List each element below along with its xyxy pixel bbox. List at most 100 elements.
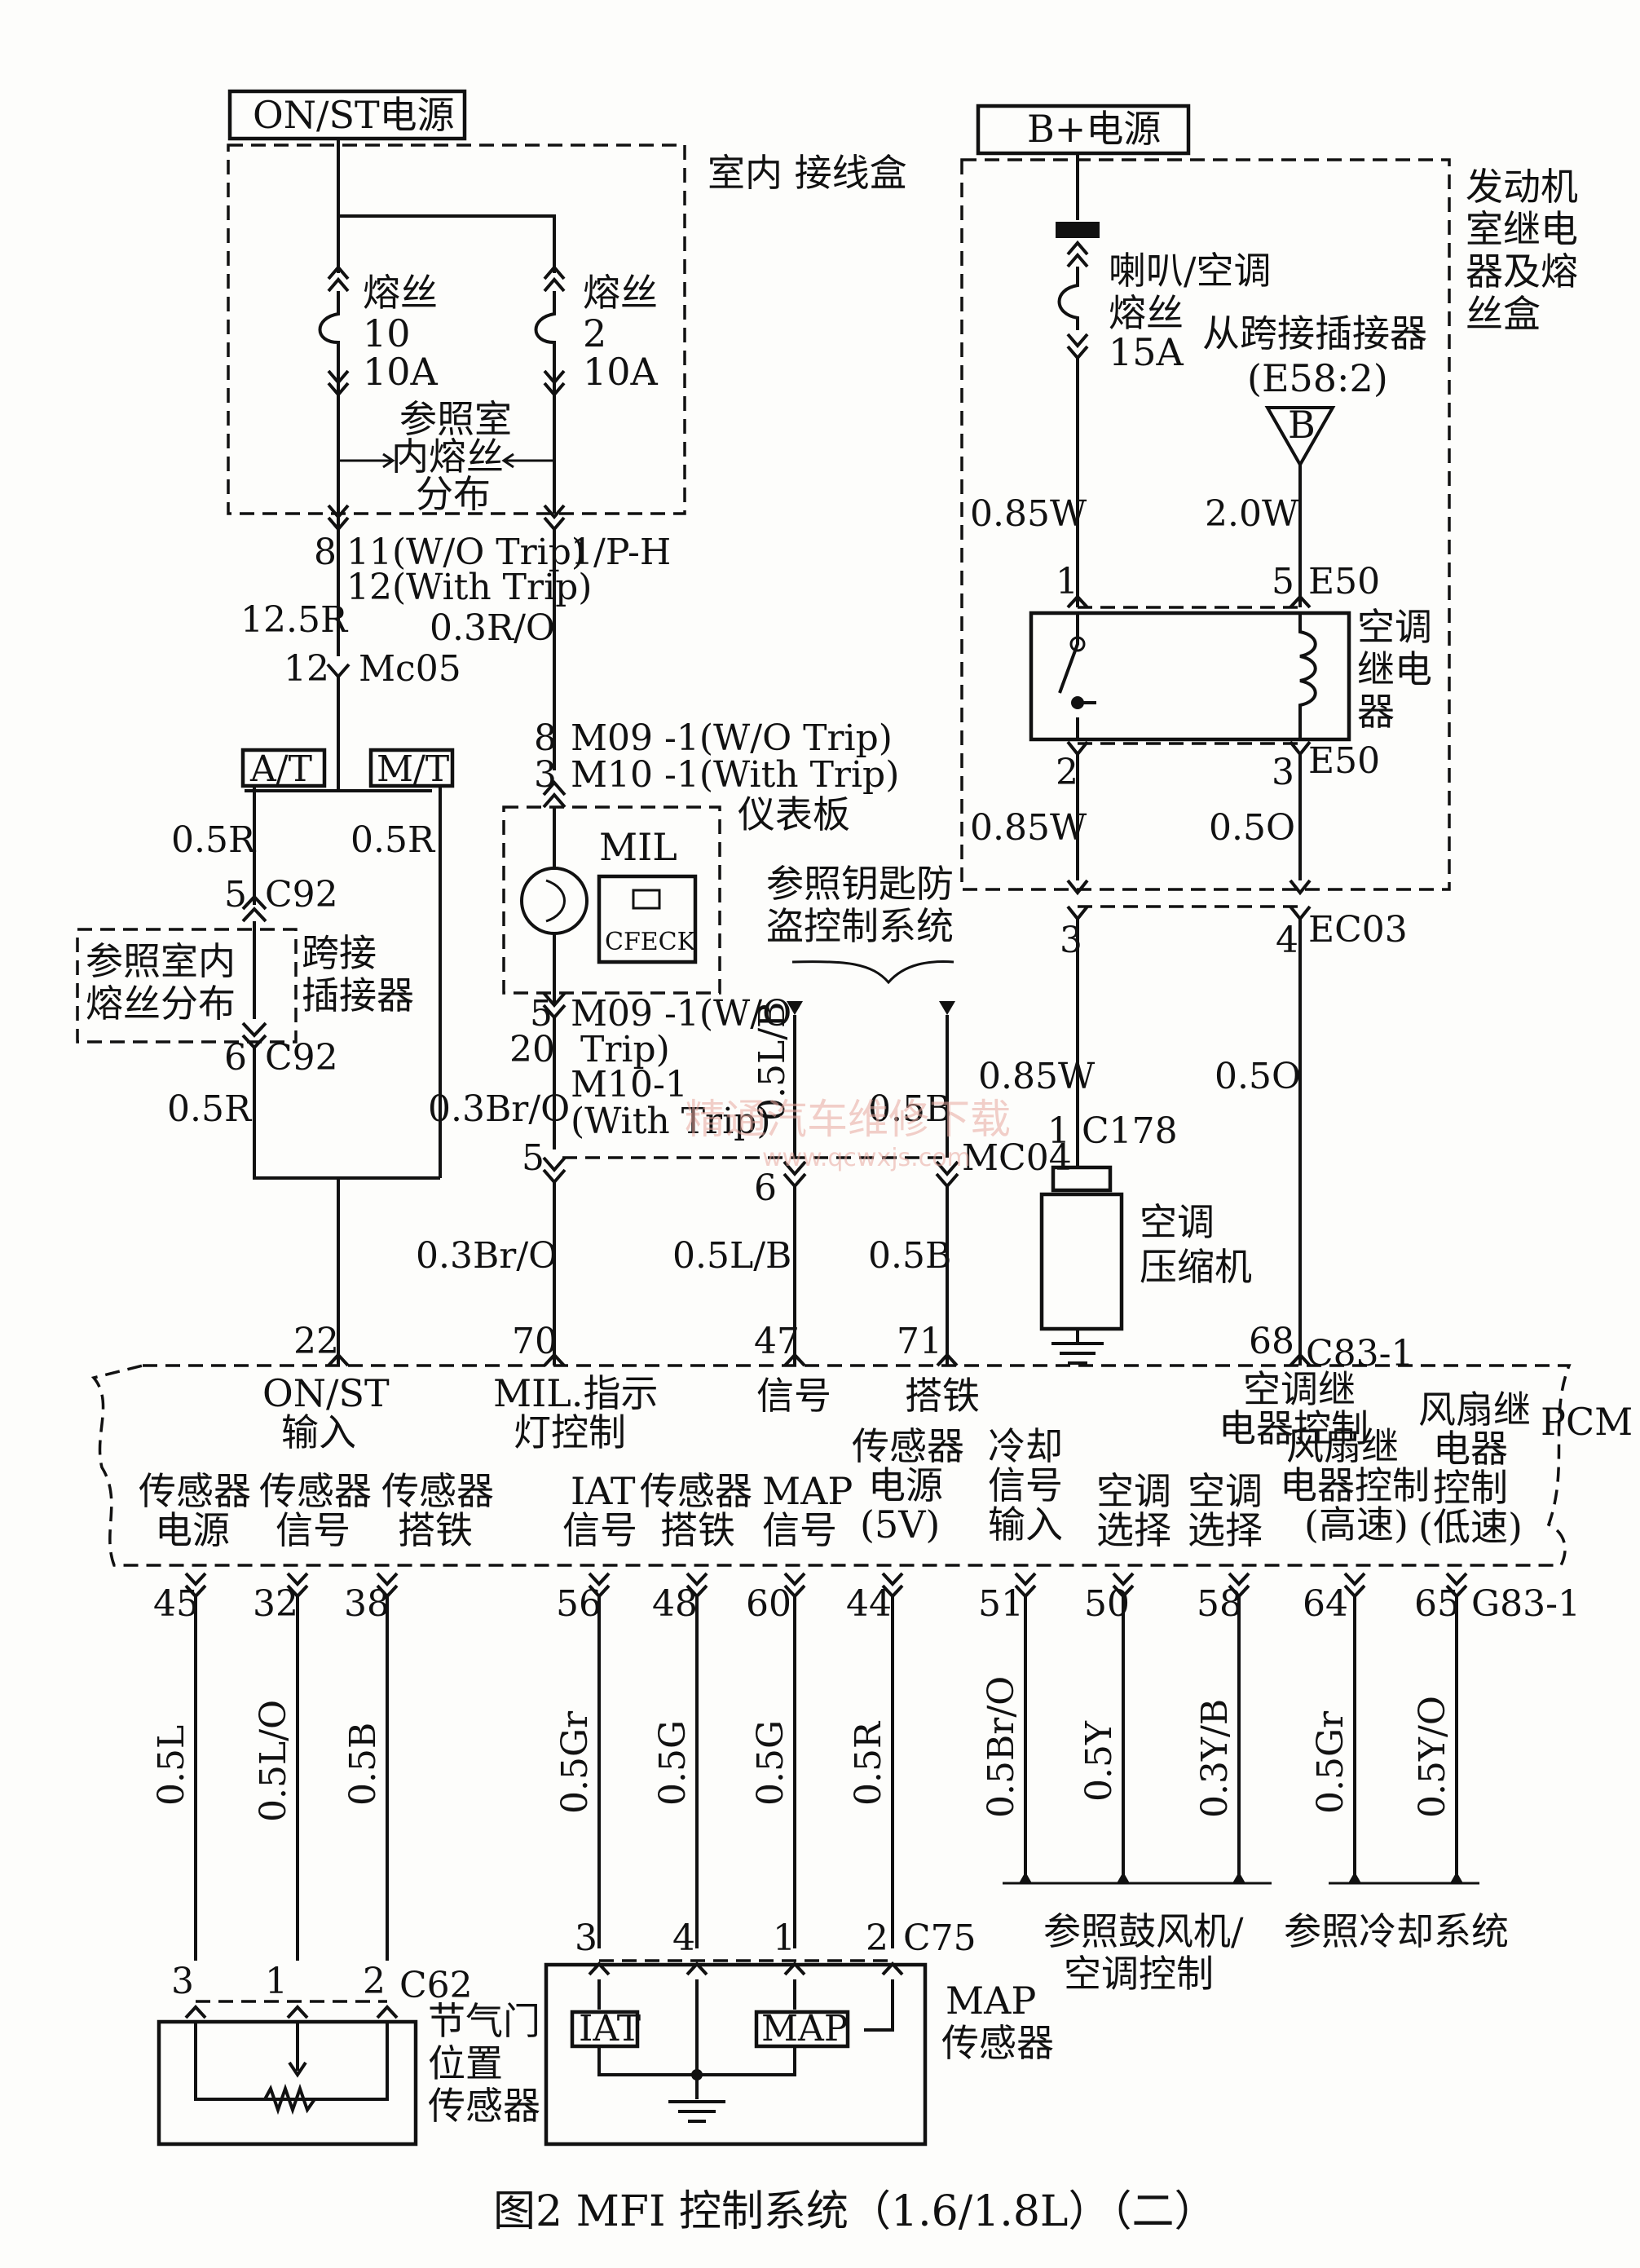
fuse-2-symbol (534, 264, 566, 514)
trip-b: Trip) (580, 1029, 670, 1070)
fuse-10-num: 10 (363, 311, 411, 355)
watermark-main: 精通汽车维修下载 (685, 1096, 1011, 1143)
c178-label: 1 C178 (1047, 1110, 1178, 1152)
tps-pin-3: 3 (171, 1961, 194, 2002)
wire-0-5l: 0.5L (151, 1725, 192, 1806)
map-pin-4: 4 (672, 1917, 695, 1959)
pcm-mil-control: MIL.指示灯控制 (493, 1371, 658, 1454)
b-plus-power-box (976, 104, 1191, 156)
ref-immobilizer: 参照钥匙防盗控制系统 (766, 862, 954, 948)
pcm-sensor-signal: 传感器信号 (259, 1469, 372, 1552)
tps-pin-1: 1 (265, 1961, 288, 2002)
c83-1-label: C83-1 (1306, 1333, 1414, 1374)
ec03-label: EC03 (1308, 909, 1408, 951)
check-engine-icon (632, 889, 661, 910)
pcm-sensor-5v: 传感器电源(5V) (852, 1424, 964, 1547)
instrument-panel-box (502, 805, 721, 995)
pin-8: 8 (314, 532, 337, 573)
wire-0-5r-bot: 0.5R (848, 1720, 889, 1806)
pin-50: 50 (1084, 1583, 1130, 1625)
pcm-fan-low: 风扇继电器控制(低速) (1418, 1388, 1531, 1549)
iat-element-box (570, 2010, 640, 2049)
wire-0-5b-vertical: 0.5B (868, 1088, 951, 1130)
wire-0-5g-b: 0.5G (750, 1720, 791, 1806)
wire-0-5b-bot: 0.5B (342, 1723, 384, 1806)
from-jumper-connector: 从跨接插接器 (1202, 311, 1427, 355)
pcm-ground: 搭铁 (905, 1374, 980, 1418)
wire-0-3yb: 0.3Y/B (1194, 1699, 1236, 1818)
compressor-label: 空调压缩机 (1140, 1200, 1252, 1289)
pcm-fan-high: 风扇继电器控制(高速) (1280, 1424, 1430, 1547)
jumper-triangle-b (1264, 406, 1336, 469)
ref-cooling-system: 参照冷却系统 (1284, 1909, 1509, 1953)
interior-junction-label: 室内 接线盒 (708, 151, 907, 195)
pin-48: 48 (652, 1583, 698, 1625)
horn-fuse-rating: 15A (1109, 330, 1184, 374)
wire-0-85w-b: 0.85W (970, 807, 1087, 849)
map-pin-3: 3 (575, 1917, 597, 1959)
pin-70: 70 (512, 1321, 558, 1362)
map-pin-1: 1 (773, 1917, 796, 1959)
with-trip-b: (With Trip) (571, 1101, 770, 1142)
e58-label: (E58:2) (1247, 356, 1388, 400)
c92-pin5: 5 (224, 874, 247, 916)
pin-22: 22 (293, 1321, 339, 1362)
pcm-ac-select-1: 空调选择 (1096, 1469, 1171, 1552)
e50-bot: E50 (1308, 740, 1380, 782)
on-st-power-label: ON/ST电源 (253, 93, 455, 137)
c62-label: C62 (399, 1965, 473, 2006)
pin-38: 38 (344, 1583, 390, 1625)
pin-58: 58 (1197, 1583, 1242, 1625)
e50-top: E50 (1308, 561, 1380, 602)
m09-pin8: 8 (534, 717, 557, 759)
watermark-url: www.qcwxjs.com (762, 1144, 971, 1172)
wire-0-5gr-b: 0.5Gr (1310, 1710, 1351, 1814)
at-box (240, 748, 327, 788)
interior-junction-box (227, 143, 686, 515)
iat-element-label: IAT (579, 2008, 641, 2050)
trip-12: 12(With Trip) (346, 567, 592, 608)
wire-0-5yo: 0.5Y/O (1412, 1696, 1453, 1818)
e50-pin5: 5 (1272, 561, 1294, 602)
e50-pin2: 2 (1056, 752, 1078, 793)
pin-71: 71 (897, 1321, 942, 1362)
wire-0-5r-c: 0.5R (167, 1088, 253, 1130)
pcm-outline (90, 1364, 1572, 1567)
pin-47: 47 (754, 1321, 800, 1362)
wire-12-5r: 12.5R (240, 599, 349, 641)
tps-name: 节气门位置传感器 (428, 1999, 540, 2128)
mc05-label: Mc05 (359, 648, 461, 690)
mil-lamp-icon (520, 867, 589, 935)
pin-51: 51 (978, 1583, 1024, 1625)
compressor-body (1039, 1192, 1124, 1331)
m09-1-wo-trip: M09 -1(W/O Trip) (571, 717, 893, 759)
fuse-10-rating: 10A (363, 350, 439, 394)
fuse-2-rating: 10A (583, 350, 659, 394)
wire-0-85w-c: 0.85W (978, 1056, 1096, 1097)
pcm-cooling-input: 冷却信号输入 (988, 1424, 1063, 1547)
m-pin20: 20 (509, 1029, 555, 1070)
on-st-power-box (227, 89, 467, 141)
wire-0-5r-a: 0.5R (171, 819, 257, 861)
map-pin-2: 2 (866, 1917, 888, 1959)
m09-1-wo-b: M09 -1(W/O (571, 993, 791, 1035)
horn-fuse-word: 熔丝 (1109, 291, 1184, 335)
tps-pin-2: 2 (363, 1961, 386, 2002)
ref-interior-box (76, 928, 298, 1044)
fuse-2-num: 2 (583, 311, 606, 355)
wire-0-5b: 0.5B (868, 1235, 951, 1277)
pin-12: 12 (284, 648, 329, 690)
wire-0-5lb-vertical: 0.5L/B (752, 1002, 793, 1121)
pcm-bottom-wires (184, 1572, 1468, 1961)
wire-0-5y: 0.5Y (1078, 1720, 1120, 1802)
fuse-10-symbol (318, 216, 350, 514)
pin-44: 44 (846, 1583, 892, 1625)
pcm-sensor-ground2: 传感器搭铁 (640, 1469, 752, 1552)
mt-label: M/T (377, 748, 449, 790)
pcm-sensor-ground: 传感器搭铁 (381, 1469, 494, 1552)
fusible-link-block (1056, 222, 1100, 238)
